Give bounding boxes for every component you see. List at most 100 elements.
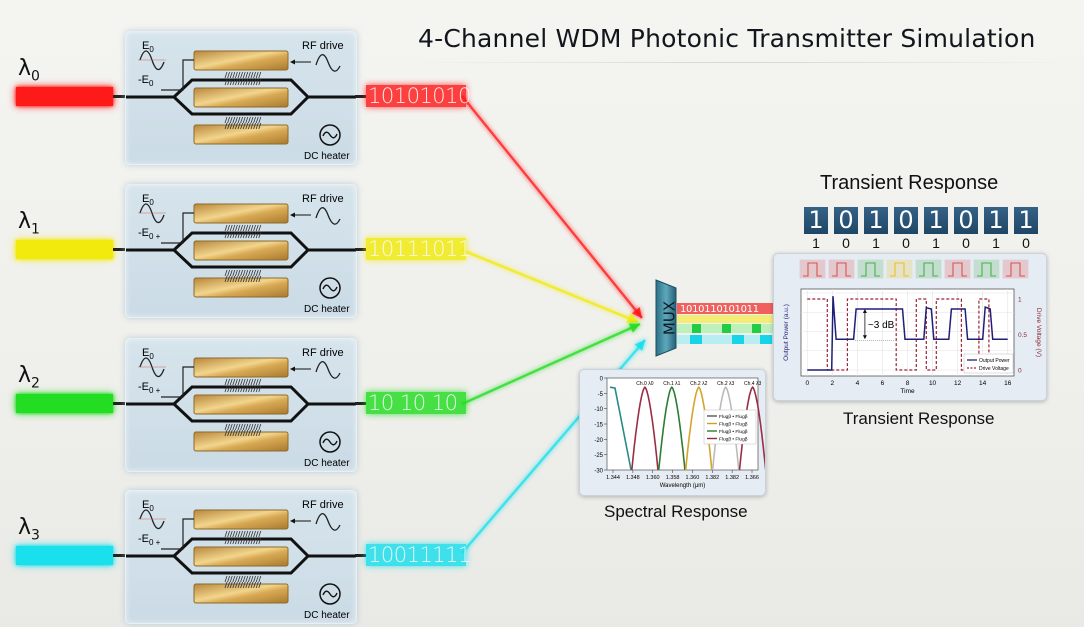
mux-cyan-pulse (760, 335, 772, 344)
dc-source-icon (319, 583, 341, 605)
input-waveguide (113, 402, 127, 405)
mux-cyan-pulse (690, 335, 702, 344)
coupling-hatch (224, 530, 262, 589)
neg-e0-label: -E0 (138, 74, 154, 88)
heater-electrode (193, 124, 289, 145)
mzi-arms (172, 78, 311, 116)
mzi-arms (172, 231, 311, 269)
input-waveguide (113, 95, 127, 98)
output-waveguide (355, 554, 366, 557)
y-tick-label: -20 (594, 438, 603, 444)
legend-label: Output Power (979, 358, 1010, 364)
pulse-icon (1002, 259, 1029, 279)
mux-output-bits: 1010110101011 (680, 304, 759, 315)
x-tick-label: 4 (856, 380, 860, 387)
transient-caption: Transient Response (843, 409, 995, 428)
mzm-modulator: E0 -E0 + RF drive DC heater (125, 184, 357, 318)
mux-cyan-pulse (732, 335, 744, 344)
x-tick-label: 14 (979, 380, 987, 387)
x-tick-label: 8 (906, 380, 910, 387)
x-axis-label: Wavelength (μm) (660, 483, 706, 489)
x-tick-label: 1.348 (626, 475, 640, 481)
rf-drive-label: RF drive (302, 193, 344, 205)
y2-axis-label: Drive Voltage (V) (1035, 308, 1042, 357)
rf-electrode (193, 50, 289, 71)
spectral-peak-1 (631, 386, 659, 471)
transient-title: Transient Response (820, 172, 999, 194)
mzi-arms (172, 385, 311, 423)
mux-block: MUX 1010110101011 (655, 279, 775, 357)
bit-box: 1 (984, 207, 1008, 234)
rf-wave-icon (315, 54, 341, 72)
pulse-icon (857, 259, 884, 279)
y-tick-label: -25 (594, 453, 603, 459)
laser-source (16, 240, 113, 259)
x-tick-label: 1.366 (745, 475, 759, 481)
mux-green-pulse (722, 324, 731, 333)
mzm-modulator: E0 -E0 RF drive DC heater (125, 31, 357, 165)
x-tick-label: 1.344 (606, 475, 620, 481)
pulse-icon (799, 259, 826, 279)
e0-label: E0 (142, 347, 154, 361)
mux-shape (655, 279, 677, 357)
peak-label: Ch.4 λ3 (744, 381, 761, 387)
laser-source (16, 87, 113, 106)
rf-wave-icon (315, 361, 341, 379)
peak-label: Ch.0 λ0 (636, 381, 653, 387)
rf-drive-label: RF drive (302, 347, 344, 359)
output-waveguide (355, 95, 366, 98)
center-electrode (193, 546, 289, 567)
drive-wire (161, 366, 194, 398)
bit-stream: 10 10 10 (366, 392, 466, 414)
bit-stream: 10101010 (366, 84, 471, 108)
output-power-line (807, 296, 1008, 371)
spectral-caption: Spectral Response (604, 502, 748, 521)
mux-green-pulse (692, 324, 701, 333)
y2-tick-label: 0 (1018, 368, 1022, 375)
x-tick-label: 6 (881, 380, 885, 387)
modulator-diagram: E0 -E0 + RF drive DC heater (126, 499, 356, 621)
wavelength-label: λ0 (18, 56, 40, 85)
laser-source (16, 394, 113, 413)
bit-box: 1 (1014, 207, 1038, 234)
channel-arrow (461, 248, 639, 324)
bit-sub-label: 1 (992, 235, 1000, 251)
x-tick-label: 1.382 (725, 475, 739, 481)
dc-heater-label: DC heater (304, 458, 350, 469)
x-tick-label: 1.360 (686, 475, 700, 481)
legend-label: Drive Voltage (979, 366, 1009, 372)
pulse-icon (973, 259, 1000, 279)
heater-electrode (193, 431, 289, 452)
center-electrode (193, 394, 289, 415)
drive-wire (161, 212, 194, 244)
neg-e0-label: -E0 + (138, 533, 161, 547)
y-tick-label: -15 (594, 423, 603, 429)
annotation-label: ~3 dB (868, 320, 895, 331)
dc-heater-label: DC heater (304, 151, 350, 162)
rf-electrode (193, 357, 289, 378)
peak-label: Ch.2 λ3 (717, 381, 734, 387)
title-divider (400, 62, 1084, 63)
peak-label: Ch.2 λ2 (690, 381, 707, 387)
rf-drive-label: RF drive (302, 40, 344, 52)
rf-wave-icon (315, 513, 341, 531)
bit-sub-label: 1 (932, 235, 940, 251)
center-electrode (193, 87, 289, 108)
legend-label: Flugβ • Flugβ (719, 422, 748, 428)
dc-source-icon (319, 431, 341, 453)
center-electrode (193, 240, 289, 261)
x-tick-label: 1.358 (666, 475, 680, 481)
bit-sub-label: 1 (872, 235, 880, 251)
y-tick-label: -10 (594, 407, 603, 413)
page-title: 4-Channel WDM Photonic Transmitter Simul… (418, 24, 1036, 53)
modulator-diagram: E0 -E0 + RF drive DC heater (126, 347, 356, 469)
dc-source-icon (319, 277, 341, 299)
dc-heater-label: DC heater (304, 304, 350, 315)
drive-voltage-line (807, 298, 1008, 371)
bit-sub-label: 0 (1022, 235, 1030, 251)
